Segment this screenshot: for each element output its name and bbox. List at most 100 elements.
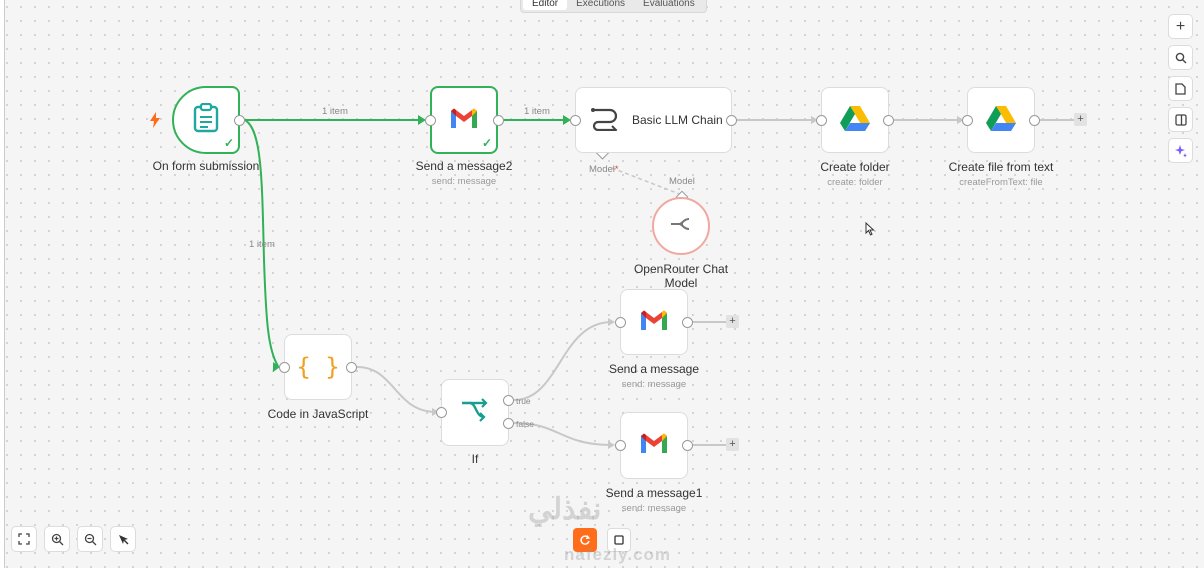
- success-check-icon: ✓: [481, 136, 492, 150]
- port-out-code[interactable]: [346, 362, 357, 373]
- node-sub-send: send: message: [621, 379, 687, 390]
- trigger-bolt-icon: [149, 112, 161, 133]
- node-openrouter[interactable]: [652, 197, 710, 255]
- node-sub-send2: send: message: [431, 176, 497, 187]
- search-icon: [1175, 52, 1186, 63]
- canvas-zoom-controls: [11, 526, 143, 552]
- wire-label-item3: 1 item: [249, 239, 275, 250]
- sparkle-icon: [1174, 144, 1187, 157]
- google-drive-icon: [986, 105, 1016, 136]
- gmail-icon: [639, 309, 669, 336]
- node-title-folder: Create folder: [820, 160, 890, 174]
- chain-icon: [590, 105, 620, 136]
- wire-form-code: [244, 119, 279, 367]
- stop-button[interactable]: [607, 528, 631, 552]
- zoom-in-icon: [51, 533, 63, 545]
- sticky-note-button[interactable]: [1168, 76, 1193, 101]
- watermark-latin: nafezly.com: [564, 545, 672, 564]
- node-title-code: Code in JavaScript: [267, 407, 369, 421]
- search-nodes-button[interactable]: [1168, 45, 1193, 70]
- wire-arrow: [957, 116, 964, 124]
- node-basic-llm-chain[interactable]: Basic LLM Chain: [575, 87, 732, 153]
- wire-code-if: [356, 366, 437, 413]
- node-sub-folder: create: folder: [827, 177, 883, 188]
- node-title-send1: Send a message1: [605, 486, 703, 500]
- tidy-up-button[interactable]: [110, 526, 136, 552]
- wire-label-item1: 1 item: [322, 106, 348, 117]
- add-node-button-send1[interactable]: +: [726, 438, 739, 451]
- port-in-send1[interactable]: [615, 440, 626, 451]
- wire-arrow: [811, 116, 818, 124]
- fit-view-icon: [18, 533, 30, 545]
- gmail-icon: [449, 107, 479, 134]
- port-out-llm[interactable]: [726, 115, 737, 126]
- port-out-form[interactable]: [234, 115, 245, 126]
- wire-if-true: [513, 321, 613, 401]
- port-out-send1[interactable]: [682, 440, 693, 451]
- port-in-send2[interactable]: [425, 115, 436, 126]
- node-code-javascript[interactable]: { }: [284, 334, 352, 400]
- node-title-form: On form submission: [152, 159, 260, 173]
- port-out-send[interactable]: [682, 317, 693, 328]
- port-out-folder[interactable]: [883, 115, 894, 126]
- refresh-icon: [580, 535, 591, 545]
- zoom-out-button[interactable]: [77, 526, 103, 552]
- node-send-message2[interactable]: ✓: [430, 86, 498, 154]
- execute-workflow-button[interactable]: [573, 528, 597, 552]
- port-in-code-arrow: [273, 362, 280, 372]
- node-send-message[interactable]: [620, 289, 688, 355]
- node-sub-send1: send: message: [621, 503, 687, 514]
- node-title-send2: Send a message2: [415, 159, 513, 173]
- execution-controls: [573, 528, 641, 552]
- node-sub-file: createFromText: file: [959, 177, 1043, 188]
- branch-icon: [460, 397, 490, 428]
- node-create-file[interactable]: [967, 87, 1035, 153]
- add-node-button-file[interactable]: +: [1074, 113, 1087, 126]
- tab-executions[interactable]: Executions: [576, 0, 626, 9]
- wire-arrow: [608, 318, 615, 326]
- clipboard-icon: [193, 102, 219, 138]
- port-in-file[interactable]: [962, 115, 973, 126]
- port-out-file[interactable]: [1029, 115, 1040, 126]
- ai-assistant-button[interactable]: [1168, 138, 1193, 163]
- wire-arrow: [418, 115, 426, 125]
- tab-editor[interactable]: Editor: [523, 0, 568, 10]
- port-in-code[interactable]: [279, 362, 290, 373]
- port-in-folder[interactable]: [816, 115, 827, 126]
- tab-evaluations[interactable]: Evaluations: [643, 0, 695, 9]
- plus-icon: +: [1175, 17, 1186, 35]
- add-node-button[interactable]: +: [1168, 14, 1193, 39]
- wire-arrow: [563, 115, 571, 125]
- canvas-right-toolbar: +: [1168, 14, 1196, 169]
- zoom-out-icon: [84, 533, 96, 545]
- zoom-in-button[interactable]: [44, 526, 70, 552]
- port-out-send2[interactable]: [493, 115, 504, 126]
- port-out-if-false[interactable]: [503, 418, 514, 429]
- toggle-panel-button[interactable]: [1168, 107, 1193, 132]
- port-in-send[interactable]: [615, 317, 626, 328]
- wire-if-false: [513, 422, 613, 446]
- node-title-file: Create file from text: [948, 160, 1054, 174]
- fit-view-button[interactable]: [11, 526, 37, 552]
- node-create-folder[interactable]: [821, 87, 889, 153]
- mouse-cursor-icon: [865, 221, 875, 241]
- view-tabs: Editor Executions Evaluations: [520, 0, 707, 13]
- wire-arrow: [608, 441, 615, 449]
- node-send-message1[interactable]: [620, 412, 688, 479]
- add-node-button-send[interactable]: +: [726, 315, 739, 328]
- node-form-submission[interactable]: ✓: [172, 86, 240, 154]
- note-icon: [1175, 82, 1186, 95]
- node-title-if: If: [471, 452, 479, 466]
- square-icon: [614, 535, 624, 545]
- wire-model: [611, 167, 683, 196]
- port-in-if[interactable]: [436, 407, 447, 418]
- wire-arrow: [432, 408, 439, 416]
- wire-label-item2: 1 item: [524, 106, 550, 117]
- port-out-if-true[interactable]: [503, 395, 514, 406]
- node-if[interactable]: [441, 379, 509, 446]
- gmail-icon: [639, 432, 669, 459]
- port-in-llm[interactable]: [570, 115, 581, 126]
- left-panel-edge: [0, 0, 5, 568]
- model-label-out: Model: [669, 176, 695, 187]
